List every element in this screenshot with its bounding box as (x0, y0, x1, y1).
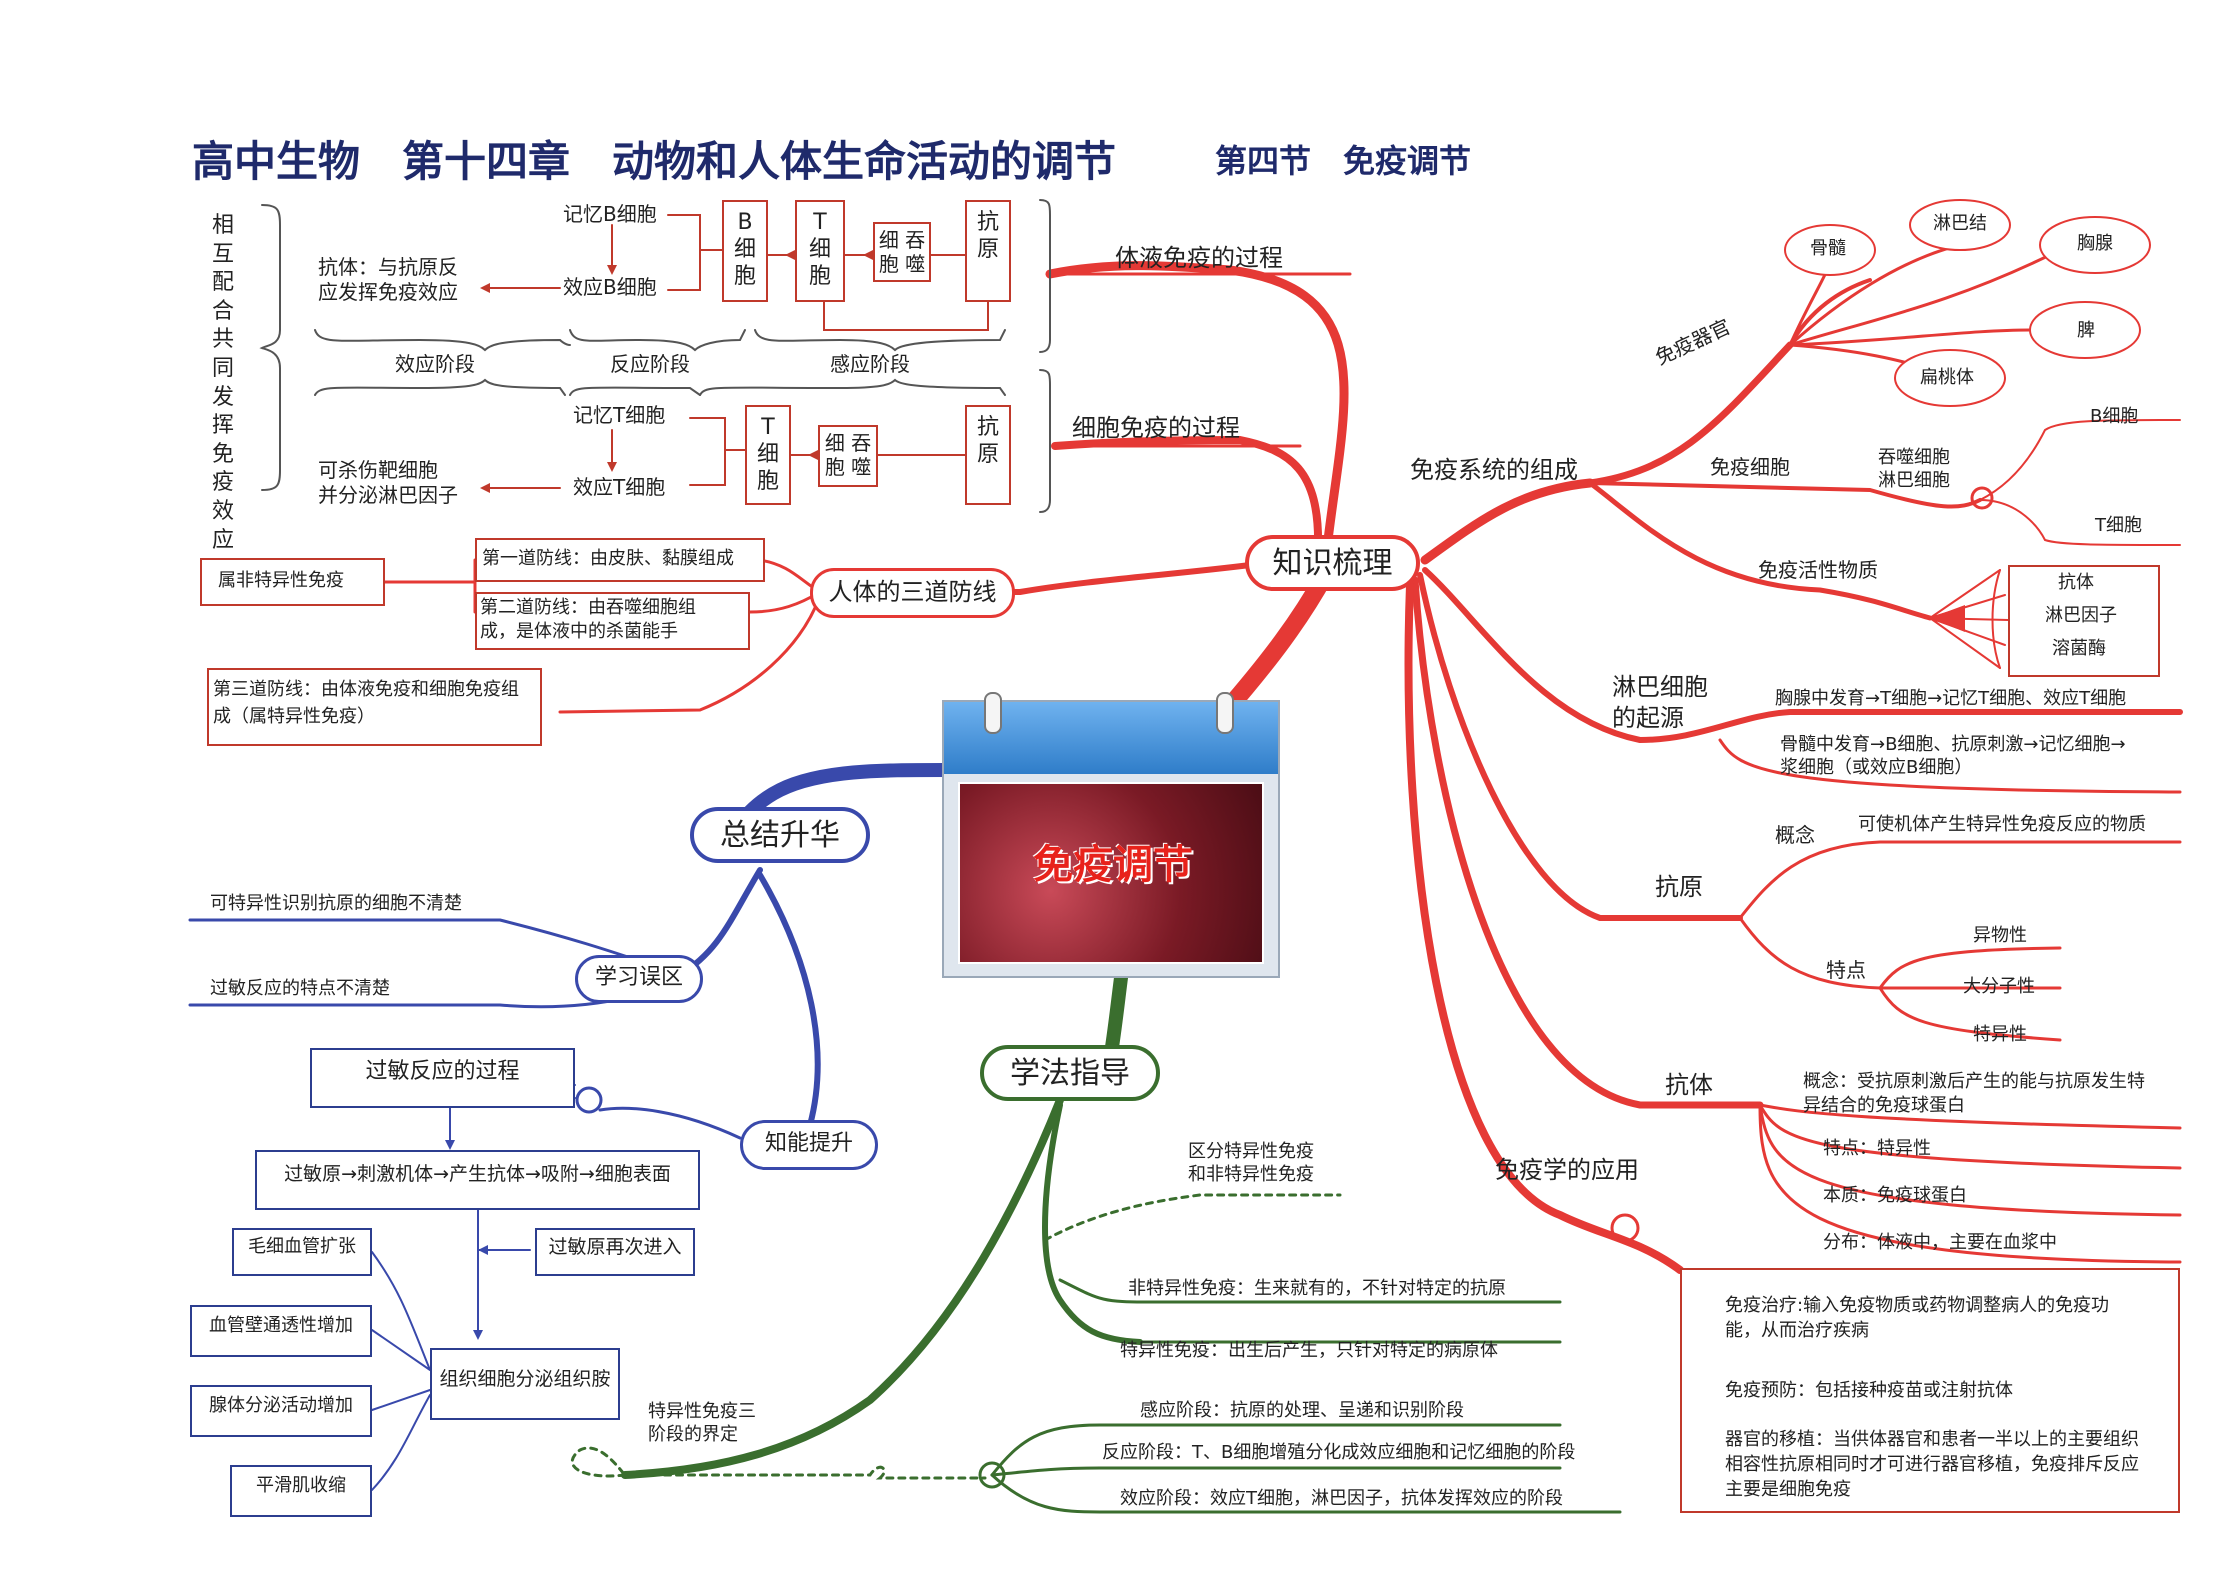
defense-line1-box (475, 538, 765, 582)
organ-spleen: 脾 (2077, 320, 2095, 341)
active-lysozyme: 溶菌酶 (2052, 638, 2106, 659)
active-antibody: 抗体 (2058, 572, 2094, 593)
method-stage-react: 反应阶段：T、B细胞增殖分化成效应细胞和记忆细胞的阶段 (1102, 1442, 1576, 1463)
vertical-label: 相互配合共同发挥免疫效应 (212, 213, 235, 553)
branch-antibody: 抗体 (1665, 1071, 1713, 1099)
phagocyte-box-cellular: 细 吞 胞 噬 (818, 425, 878, 487)
application-box (1680, 1268, 2180, 1513)
application-transplant: 器官的移植：当供体器官和患者一半以上的主要组织 相容性抗原相同时才可进行器官移植… (1725, 1429, 2139, 1501)
branch-humoral-line (1045, 261, 1349, 545)
misconception-1: 可特异性识别抗原的细胞不清楚 (210, 893, 462, 914)
t-cell-label: T细胞 (2095, 515, 2142, 536)
active-substance-label: 免疫活性物质 (1758, 558, 1878, 582)
method-nonspecific: 非特异性免疫：生来就有的，不针对特定的抗原 (1128, 1278, 1506, 1299)
ring-right-icon (1216, 692, 1234, 734)
application-prevention: 免疫预防：包括接种疫苗或注射抗体 (1725, 1380, 2013, 1401)
hub-summary[interactable]: 总结升华 (690, 807, 870, 863)
branch-immune-system: 免疫系统的组成 (1410, 456, 1578, 484)
effect-gland: 腺体分泌活动增加 (190, 1385, 372, 1437)
branch-defense: 人体的三道防线 (810, 568, 1015, 618)
branch-lymph-origin: 淋巴细胞 的起源 (1612, 673, 1708, 733)
allergy-flow: 过敏原→刺激机体→产生抗体→吸附→细胞表面 (255, 1150, 700, 1210)
misconception-2: 过敏反应的特点不清楚 (210, 978, 390, 999)
lymph-marrow: 骨髓中发育→B细胞、抗原刺激→记忆细胞→ 浆细胞（或效应B细胞） (1780, 734, 2126, 779)
lymph-thymus: 胸腺中发育→T细胞→记忆T细胞、效应T细胞 (1775, 688, 2127, 709)
effect-b-cell: 效应B细胞 (563, 275, 657, 299)
antibody-essence: 本质：免疫球蛋白 (1823, 1185, 1967, 1206)
ring-left-icon (984, 692, 1002, 734)
immune-cells-label: 免疫细胞 (1710, 455, 1790, 479)
stage-sense: 感应阶段 (830, 352, 910, 376)
kill-note: 可杀伤靶细胞 并分泌淋巴因子 (318, 458, 458, 507)
t-cell-box-cellular: T 细 胞 (745, 405, 791, 505)
allergy-title: 过敏反应的过程 (310, 1048, 575, 1108)
method-distinguish: 区分特异性免疫 和非特异性免疫 (1188, 1141, 1314, 1186)
antigen-feature-label: 特点 (1826, 958, 1866, 982)
method-stage-effect: 效应阶段：效应T细胞，淋巴因子，抗体发挥效应的阶段 (1120, 1488, 1563, 1509)
antibody-note: 抗体：与抗原反 应发挥免疫效应 (318, 255, 458, 304)
memory-t-cell: 记忆T细胞 (573, 403, 666, 427)
defense-line3: 第三道防线：由体液免疫和细胞免疫组 成（属特异性免疫） (213, 679, 519, 727)
organ-tonsil: 扁桃体 (1920, 367, 1974, 388)
center-label: 免疫调节 (1033, 842, 1193, 888)
branch-application: 免疫学的应用 (1495, 1156, 1639, 1184)
branch-cellular: 细胞免疫的过程 (1072, 414, 1240, 442)
antigen-feature-2: 大分子性 (1963, 976, 2035, 997)
antigen-feature-1: 异物性 (1973, 925, 2027, 946)
effect-t-cell: 效应T细胞 (573, 475, 666, 499)
branch-defense-line (817, 562, 1253, 595)
allergen-reenter: 过敏原再次进入 (535, 1228, 695, 1276)
antibody-concept: 概念：受抗原刺激后产生的能与抗原发生特 异结合的免疫球蛋白 (1803, 1071, 2145, 1117)
application-therapy: 免疫治疗:输入免疫物质或药物调整病人的免疫功 能，从而治疗疾病 (1725, 1295, 2110, 1342)
hub-knowledge[interactable]: 知识梳理 (1245, 535, 1420, 591)
method-stage-sense: 感应阶段：抗原的处理、呈递和识别阶段 (1140, 1400, 1464, 1421)
branch-humoral: 体液免疫的过程 (1115, 244, 1283, 272)
center-calendar: 免疫调节 (942, 692, 1280, 978)
antigen-feature-3: 特异性 (1973, 1024, 2027, 1045)
antibody-feature: 特点：特异性 (1823, 1138, 1931, 1159)
antigen-concept: 可使机体产生特异性免疫反应的物质 (1858, 814, 2146, 835)
immune-cells-list: 吞噬细胞 淋巴细胞 (1878, 447, 1950, 492)
effect-smooth-muscle: 平滑肌收缩 (230, 1465, 372, 1517)
section-title: 第四节 免疫调节 (1215, 142, 1472, 180)
b-cell-label: B细胞 (2090, 406, 2139, 427)
antigen-box-cellular: 抗 原 (965, 405, 1011, 505)
trunk-to-center (1216, 566, 1334, 721)
phagocyte-box-humoral: 细 吞 胞 噬 (873, 222, 931, 282)
t-cell-box-humoral: T 细 胞 (795, 200, 845, 302)
nonspecific-box (200, 558, 385, 606)
defense-line3-box (207, 668, 542, 746)
page-title: 高中生物 第十四章 动物和人体生命活动的调节 (192, 137, 1117, 186)
organ-lymph-node: 淋巴结 (1933, 213, 1987, 234)
center-picture (958, 782, 1264, 964)
nonspecific-label: 属非特异性免疫 (218, 570, 344, 591)
antibody-distribution: 分布：体液中，主要在血浆中 (1823, 1232, 2057, 1253)
defense-line1: 第一道防线：由皮肤、黏膜组成 (482, 548, 734, 569)
stage-react: 反应阶段 (610, 352, 690, 376)
antigen-concept-label: 概念 (1775, 823, 1815, 847)
hub-method[interactable]: 学法指导 (980, 1045, 1160, 1101)
defense-line2: 第二道防线：由吞噬细胞组 成，是体液中的杀菌能手 (480, 597, 696, 643)
antigen-box-humoral: 抗 原 (965, 200, 1011, 302)
active-lymphokine: 淋巴因子 (2045, 605, 2117, 626)
defense-line2-box (475, 592, 750, 650)
ability-node: 知能提升 (740, 1120, 878, 1170)
effect-permeability: 血管壁通透性增加 (190, 1305, 372, 1357)
method-specific: 特异性免疫：出生后产生，只针对特定的病原体 (1120, 1340, 1498, 1361)
method-stages-label: 特异性免疫三 阶段的界定 (648, 1401, 756, 1446)
organ-thymus: 胸腺 (2077, 233, 2113, 254)
organ-bone-marrow: 骨髓 (1810, 238, 1846, 259)
b-cell-box: B 细 胞 (722, 200, 768, 302)
misconceptions-node: 学习误区 (575, 955, 703, 1003)
memory-b-cell: 记忆B细胞 (563, 202, 657, 226)
branch-antigen: 抗原 (1655, 873, 1703, 901)
stage-effect: 效应阶段 (395, 352, 475, 376)
branch-cellular-line (1051, 435, 1323, 552)
histamine-secretion: 组织细胞分泌组织胺 (430, 1348, 620, 1420)
effect-capillary: 毛细血管扩张 (232, 1228, 372, 1276)
active-substance-box (2008, 565, 2160, 677)
